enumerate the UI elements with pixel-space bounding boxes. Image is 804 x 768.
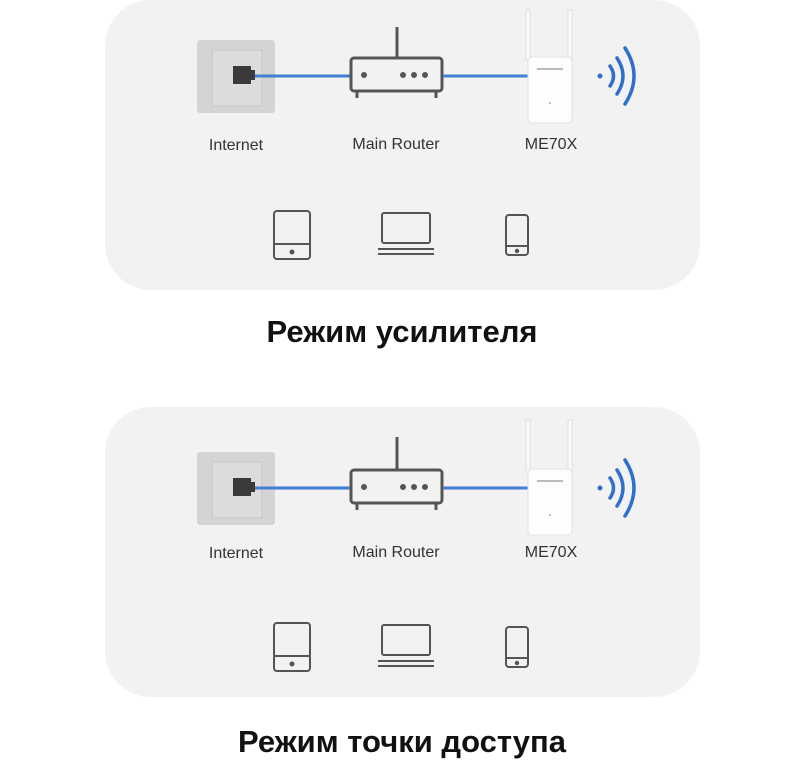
router-icon (349, 437, 444, 510)
diagram-graphics (197, 419, 636, 672)
extender-label: ME70X (524, 544, 578, 561)
extender-icon (525, 9, 573, 124)
tablet-icon (273, 622, 311, 672)
repeater-mode-diagram: Internet Main Router ME70X (105, 0, 700, 290)
wall-outlet-icon (197, 40, 275, 113)
router-label: Main Router (352, 544, 440, 561)
wifi-signal-icon (597, 458, 636, 518)
access-point-mode-title: Режим точки доступа (237, 724, 567, 759)
extender-label: ME70X (524, 136, 578, 153)
tablet-icon (273, 210, 311, 260)
diagram-graphics (197, 9, 636, 260)
repeater-mode-title: Режим усилителя (266, 314, 538, 349)
wifi-signal-icon (597, 46, 636, 106)
router-label: Main Router (352, 136, 440, 153)
internet-label: Internet (208, 137, 264, 154)
smartphone-icon (505, 214, 529, 256)
extender-icon (525, 419, 573, 536)
laptop-icon (378, 624, 434, 667)
access-point-mode-diagram: Internet Main Router ME70X (105, 407, 700, 697)
smartphone-icon (505, 626, 529, 668)
wall-outlet-icon (197, 452, 275, 525)
router-icon (349, 27, 444, 98)
laptop-icon (378, 212, 434, 255)
internet-label: Internet (208, 545, 264, 562)
